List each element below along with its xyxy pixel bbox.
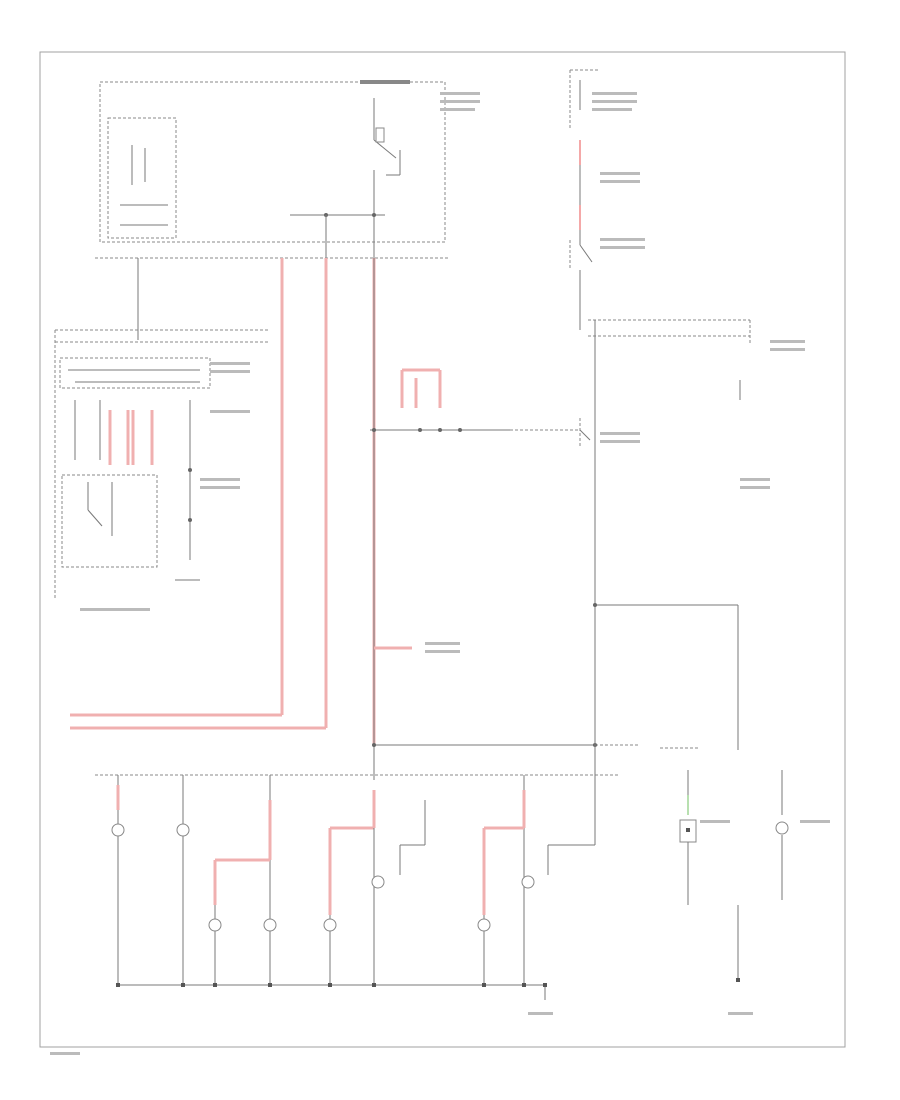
lamp-8	[477, 918, 491, 932]
lamp-1	[111, 823, 125, 837]
lamp-5	[323, 918, 337, 932]
ground-rail	[116, 983, 547, 1000]
lamp-2	[176, 823, 190, 837]
diagram-frame	[39, 51, 846, 1048]
center-junction	[370, 368, 591, 446]
fuse-box-relay	[373, 98, 401, 258]
fuse-relay-box	[99, 80, 446, 243]
right-switch-chain	[569, 69, 751, 750]
lamp-branches	[111, 775, 596, 985]
feed-wires	[137, 258, 376, 780]
lamp-4	[263, 918, 277, 932]
micro-labels	[50, 92, 830, 1055]
lamp-9	[521, 875, 535, 889]
lower-bus	[70, 603, 640, 790]
lamp-right	[775, 821, 789, 835]
lamp-6	[371, 875, 385, 889]
combination-switch	[54, 329, 270, 600]
right-lower-components	[660, 747, 789, 982]
lamp-3	[208, 918, 222, 932]
fuse-box-bus	[95, 213, 450, 259]
